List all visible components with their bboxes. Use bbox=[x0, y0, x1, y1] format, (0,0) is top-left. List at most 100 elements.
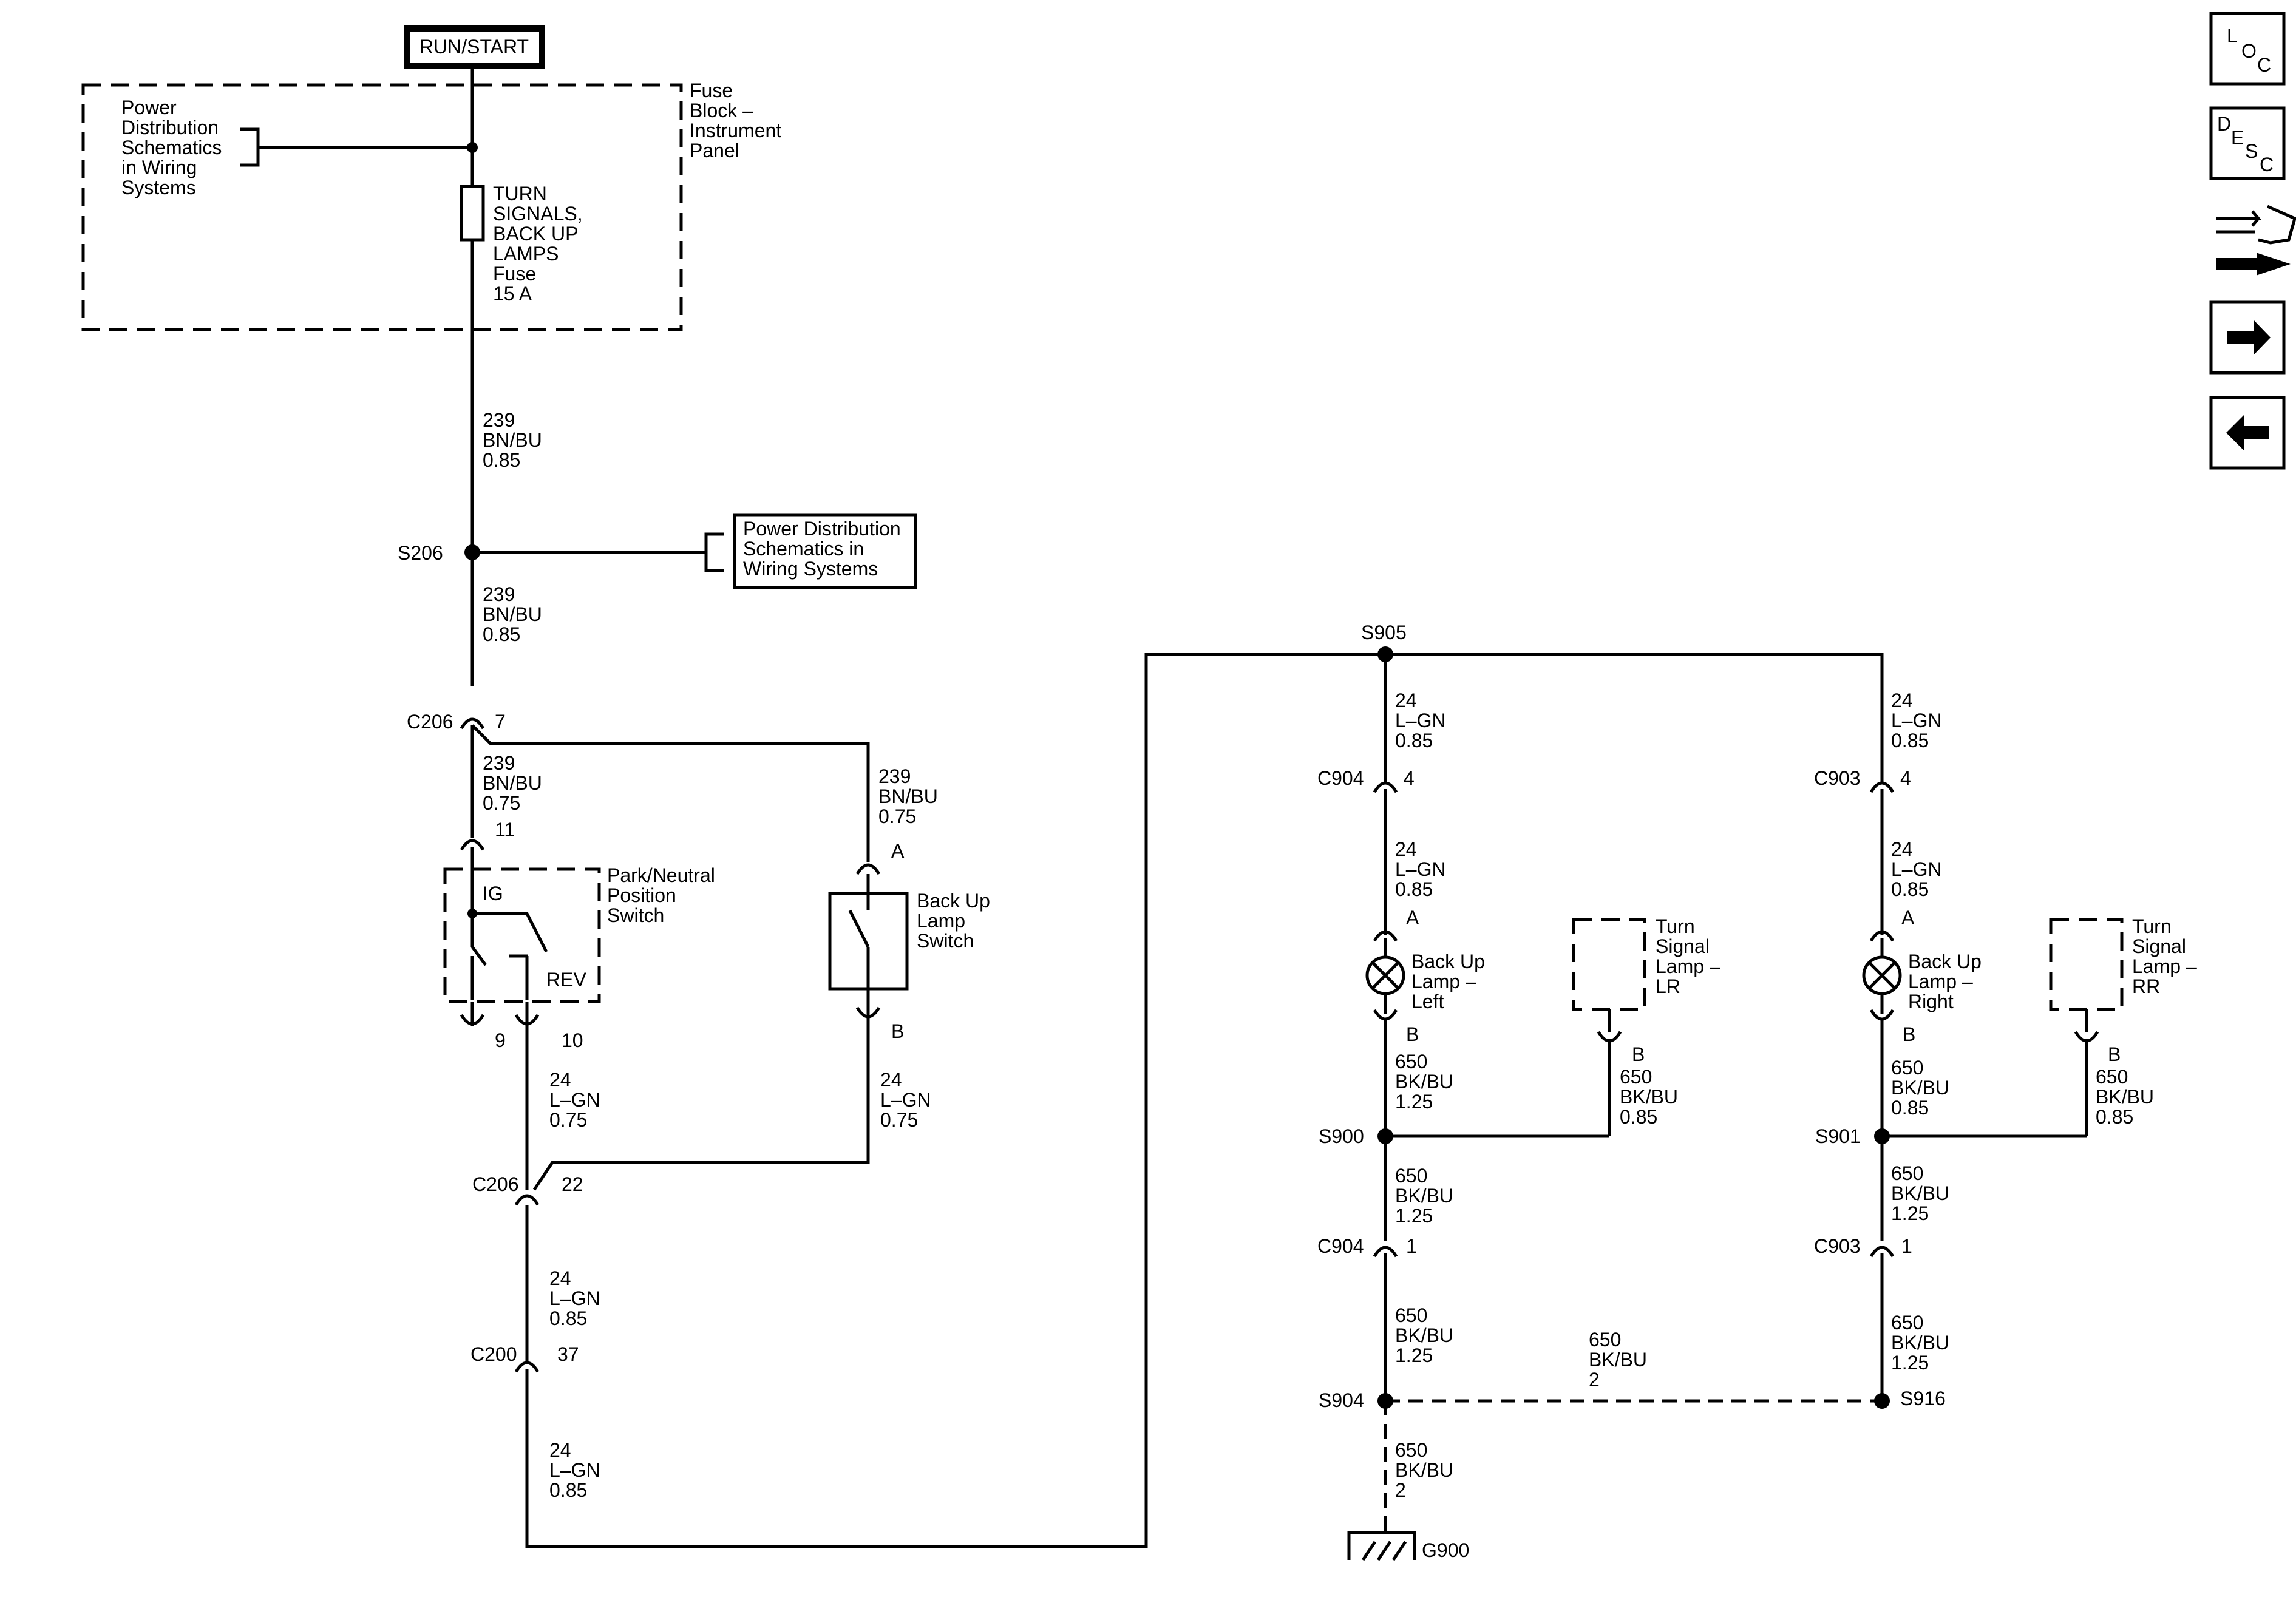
switch-contact bbox=[848, 909, 870, 948]
wire-label-line: BN/BU bbox=[483, 429, 542, 451]
wire-label-line: BN/BU bbox=[483, 603, 542, 625]
wire-label-line: 239 bbox=[483, 752, 515, 774]
wire-label-line: L–GN bbox=[1891, 710, 1942, 731]
backup-lamp-right-label: Back Up bbox=[1908, 951, 1982, 972]
pnp-ig-label: IG bbox=[483, 883, 503, 904]
wire-label: 24 L–GN 0.85 bbox=[1395, 690, 1446, 751]
connector-tool-button[interactable] bbox=[2216, 205, 2296, 276]
connector-label: C206 bbox=[407, 711, 453, 733]
wire-label: 24 L–GN 0.85 bbox=[1395, 838, 1446, 900]
fuse-symbol bbox=[460, 185, 485, 242]
loc-button[interactable]: L O C bbox=[2209, 12, 2286, 86]
pd-ref-box-line: Wiring Systems bbox=[743, 558, 878, 580]
wire-24-run bbox=[525, 653, 1884, 1548]
connector-c206-pin11 bbox=[460, 839, 485, 851]
wire-label: 650 BK/BU 2 bbox=[1589, 1329, 1647, 1391]
wire-label-line: L–GN bbox=[1395, 710, 1446, 731]
wire-label-line: L–GN bbox=[1395, 858, 1446, 880]
fuse-block-name-line: Fuse bbox=[690, 80, 733, 101]
connector-bus-a bbox=[855, 863, 881, 875]
wire-label: 24 L–GN 0.85 bbox=[549, 1267, 600, 1329]
backup-lamp-left-bulb bbox=[1365, 955, 1405, 995]
connector-pin-label: 1 bbox=[1901, 1235, 1912, 1257]
pd-ref-left-line: Power bbox=[121, 97, 177, 118]
connector-c206-pin7 bbox=[460, 717, 485, 730]
splice-label: S916 bbox=[1900, 1388, 1946, 1409]
loc-letter: L bbox=[2227, 25, 2238, 47]
connector-bul-a bbox=[1373, 930, 1398, 942]
pnp-switch-label: Park/Neutral bbox=[607, 864, 715, 886]
wire-label-line: 0.85 bbox=[549, 1479, 587, 1501]
ref-bracket bbox=[704, 532, 724, 572]
pd-ref-left-line: Distribution bbox=[121, 117, 219, 138]
connector-pin-label: A bbox=[1406, 907, 1419, 929]
desc-button[interactable]: D E S C bbox=[2209, 106, 2286, 180]
arrow-right-icon bbox=[2209, 300, 2286, 375]
splice-label: S904 bbox=[1319, 1389, 1364, 1411]
wire-label: 650 BK/BU 0.85 bbox=[2096, 1066, 2154, 1128]
splice-s901 bbox=[1874, 1128, 1890, 1144]
splice-label: S900 bbox=[1319, 1125, 1364, 1147]
backup-lamp-left-label: Back Up bbox=[1411, 951, 1485, 972]
turn-lamp-rr-label: RR bbox=[2132, 975, 2160, 997]
loc-letter: O bbox=[2241, 40, 2257, 62]
splice-s916 bbox=[1874, 1393, 1890, 1409]
wire-label: 239 BN/BU 0.85 bbox=[483, 583, 542, 645]
next-button[interactable] bbox=[2209, 300, 2286, 375]
power-dist-ref-left: Power Distribution Schematics in Wiring … bbox=[121, 97, 478, 198]
wire-label-line: 650 bbox=[1395, 1165, 1427, 1187]
wire-label-line: 239 bbox=[483, 409, 515, 431]
splice-label: S901 bbox=[1815, 1125, 1861, 1147]
wire-label-line: 24 bbox=[1891, 838, 1913, 860]
loc-letter: C bbox=[2257, 54, 2271, 76]
wire-label-line: 650 bbox=[1891, 1162, 1923, 1184]
wire-label-line: 0.85 bbox=[1891, 1097, 1929, 1119]
wire-label-line: 650 bbox=[1891, 1312, 1923, 1334]
ref-bracket bbox=[240, 127, 260, 167]
arrow-left-shape bbox=[2226, 415, 2269, 450]
loc-icon bbox=[2209, 12, 2286, 86]
connector-tool-icon bbox=[2258, 205, 2296, 245]
turn-signal-lamp-rr-outline bbox=[2049, 918, 2124, 1011]
connector-label: C206 bbox=[472, 1173, 519, 1195]
wire-label: 650 BK/BU 1.25 bbox=[1395, 1051, 1453, 1113]
wire-label: 650 BK/BU 0.85 bbox=[1891, 1057, 1949, 1119]
wire-label-line: 0.85 bbox=[483, 449, 520, 471]
backup-lamp-right-bulb bbox=[1862, 955, 1902, 995]
wire-label-line: BK/BU bbox=[1620, 1086, 1678, 1108]
wire-label: 24 L–GN 0.75 bbox=[880, 1069, 931, 1131]
connector-label: C904 bbox=[1317, 767, 1364, 789]
wire-label-line: 1.25 bbox=[1395, 1091, 1433, 1113]
wire-label-line: L–GN bbox=[549, 1459, 600, 1481]
pd-ref-left-line: in Wiring bbox=[121, 157, 197, 178]
wire-label-line: BN/BU bbox=[483, 772, 542, 794]
wire-label-line: L–GN bbox=[880, 1089, 931, 1111]
connector-label: C903 bbox=[1814, 1235, 1861, 1257]
wire-label-line: 239 bbox=[483, 583, 515, 605]
ground-g900-symbol bbox=[1347, 1531, 1416, 1561]
power-dist-ref-box bbox=[733, 513, 917, 589]
wire-label-line: 0.75 bbox=[483, 792, 520, 814]
wire-label: 650 BK/BU 2 bbox=[1395, 1439, 1453, 1501]
wire-label-line: BK/BU bbox=[1891, 1332, 1949, 1354]
connector-pin-label: B bbox=[2108, 1043, 2121, 1065]
desc-letter: C bbox=[2260, 154, 2274, 175]
connector-pin-label: 9 bbox=[495, 1029, 506, 1051]
ground-icon bbox=[1347, 1531, 1416, 1560]
connector-pin-label: 4 bbox=[1404, 767, 1415, 789]
previous-button[interactable] bbox=[2209, 396, 2286, 470]
wire-label: 24 L–GN 0.85 bbox=[1891, 838, 1942, 900]
connector-c206-pin22 bbox=[514, 1194, 540, 1206]
pd-ref-left-line: Systems bbox=[121, 177, 196, 198]
wire-label-line: BK/BU bbox=[1395, 1459, 1453, 1481]
connector-pin-label: A bbox=[1901, 907, 1915, 929]
wire-label-line: 0.75 bbox=[878, 805, 916, 827]
connector-c903-pin1 bbox=[1869, 1246, 1895, 1258]
wire-label: 650 BK/BU 0.85 bbox=[1620, 1066, 1678, 1128]
desc-letter: E bbox=[2231, 127, 2244, 149]
connector-pin-label: 7 bbox=[495, 711, 506, 733]
wire-label-line: 0.85 bbox=[2096, 1106, 2133, 1128]
connector-label: C903 bbox=[1814, 767, 1861, 789]
connector-bur-b bbox=[1869, 1009, 1895, 1021]
